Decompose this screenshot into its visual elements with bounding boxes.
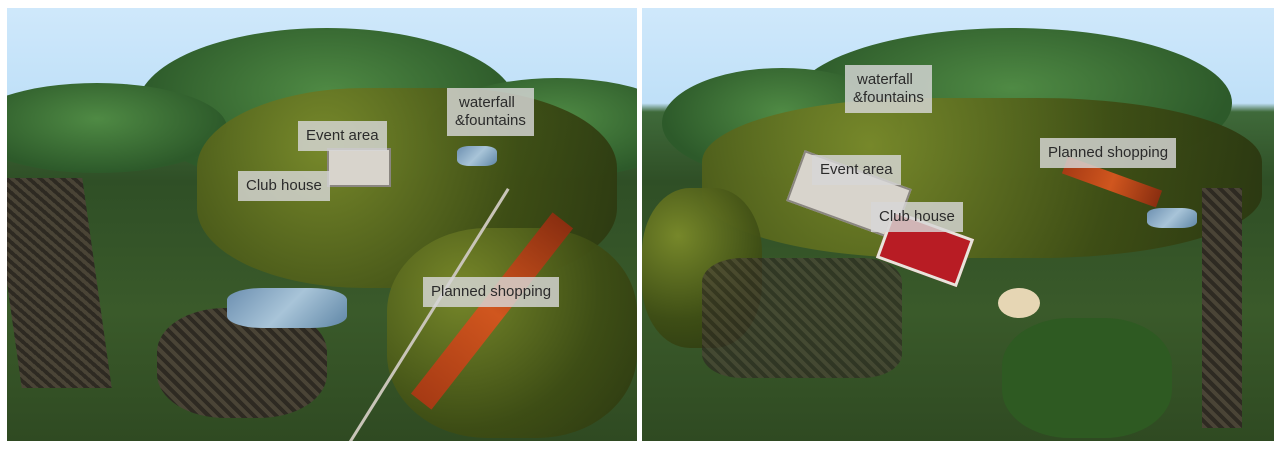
waterfall-pond bbox=[227, 288, 347, 328]
gazebo bbox=[998, 288, 1040, 318]
label-planned-shopping: Planned shopping bbox=[423, 277, 560, 307]
hill bbox=[7, 83, 227, 173]
label-line: &fountains bbox=[455, 112, 526, 129]
label-line: waterfall bbox=[459, 94, 515, 111]
label-event-area: Event area bbox=[298, 121, 387, 151]
label-planned-shopping: Planned shopping bbox=[1040, 138, 1177, 168]
garden-bed bbox=[702, 258, 902, 378]
stone-wall bbox=[1202, 188, 1242, 428]
label-club-house: Club house bbox=[238, 171, 330, 201]
left-aerial-view: Event area Club house waterfall &fountai… bbox=[7, 8, 637, 441]
fountain bbox=[457, 146, 497, 166]
label-line: &fountains bbox=[853, 89, 924, 106]
label-waterfall-fountains: waterfall &fountains bbox=[845, 65, 932, 113]
tree-cluster bbox=[387, 228, 637, 438]
label-club-house: Club house bbox=[871, 202, 963, 232]
label-waterfall-fountains: waterfall &fountains bbox=[447, 88, 534, 136]
garden bbox=[1002, 318, 1172, 438]
tree-cluster bbox=[702, 98, 1262, 258]
fountain bbox=[1147, 208, 1197, 228]
label-event-area: Event area bbox=[812, 155, 901, 185]
event-building bbox=[327, 148, 391, 187]
stone-wall bbox=[7, 178, 112, 388]
right-aerial-view: waterfall &fountains Event area Club hou… bbox=[642, 8, 1274, 441]
label-line: waterfall bbox=[857, 71, 913, 88]
